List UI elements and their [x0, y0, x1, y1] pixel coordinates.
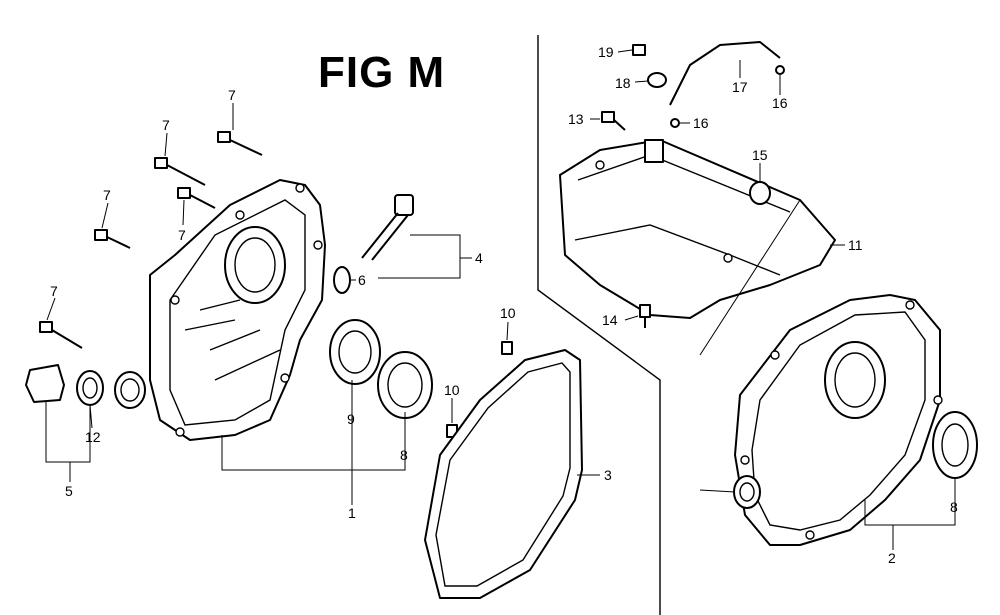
- callout-17: 17: [732, 79, 748, 95]
- bearing-8-right: [932, 411, 978, 479]
- oil-dipstick-4: [361, 194, 414, 261]
- callout-18: 18: [615, 75, 631, 91]
- bolt-7-third: [177, 187, 216, 209]
- bolt-7-top: [217, 131, 263, 156]
- clip-16-upper: [775, 65, 785, 75]
- oil-seal-cap-5: [25, 364, 65, 403]
- bolt-13: [601, 111, 626, 131]
- bolt-7-second: [154, 157, 206, 186]
- callout-15: 15: [752, 147, 768, 163]
- sub-tank-11: [559, 139, 836, 319]
- callout-16-upper: 16: [772, 95, 788, 111]
- callout-12: 12: [85, 429, 101, 445]
- o-ring-6: [333, 266, 351, 294]
- crankcase-cover-right: [734, 294, 943, 546]
- section-divider-line: [537, 35, 661, 615]
- callout-6: 6: [358, 272, 366, 288]
- callout-7-fifth: 7: [50, 283, 58, 299]
- hose-clamp-18: [647, 72, 667, 88]
- callout-1: 1: [348, 505, 356, 521]
- oil-seal-12: [76, 370, 104, 406]
- callout-10-top: 10: [500, 305, 516, 321]
- callout-7-fourth: 7: [103, 187, 111, 203]
- bolt-7-fifth: [39, 321, 83, 349]
- oil-seal-neck: [114, 371, 146, 409]
- clip-16-lower: [670, 118, 680, 128]
- crankcase-cover-left: [149, 179, 326, 441]
- callout-2: 2: [888, 550, 896, 566]
- callout-14: 14: [602, 312, 618, 328]
- figure-title: FIG M: [318, 48, 446, 97]
- bolt-14: [639, 304, 651, 328]
- callout-7-second: 7: [162, 117, 170, 133]
- oil-seal-neck-right: [733, 475, 761, 509]
- crankcase-gasket-3: [424, 349, 583, 599]
- callout-8-left: 8: [400, 447, 408, 463]
- callout-8-right: 8: [950, 499, 958, 515]
- bearing-8-left: [377, 351, 433, 419]
- callout-5: 5: [65, 483, 73, 499]
- callout-11: 11: [848, 237, 863, 253]
- o-ring-15: [749, 181, 771, 205]
- breather-hose-17: [669, 41, 781, 106]
- callout-7-third: 7: [178, 227, 186, 243]
- bolt-7-fourth: [94, 229, 131, 249]
- callout-9: 9: [347, 411, 355, 427]
- dowel-pin-10-top: [501, 341, 513, 355]
- callout-10-lower: 10: [444, 382, 460, 398]
- bearing-9: [329, 319, 381, 385]
- callout-19: 19: [598, 44, 614, 60]
- callout-7-top: 7: [228, 87, 236, 103]
- callout-3: 3: [604, 467, 612, 483]
- callout-13: 13: [568, 111, 584, 127]
- callout-4: 4: [475, 250, 483, 266]
- leader-lines: [45, 49, 956, 550]
- bolt-19: [632, 44, 646, 56]
- callout-16-lower: 16: [693, 115, 709, 131]
